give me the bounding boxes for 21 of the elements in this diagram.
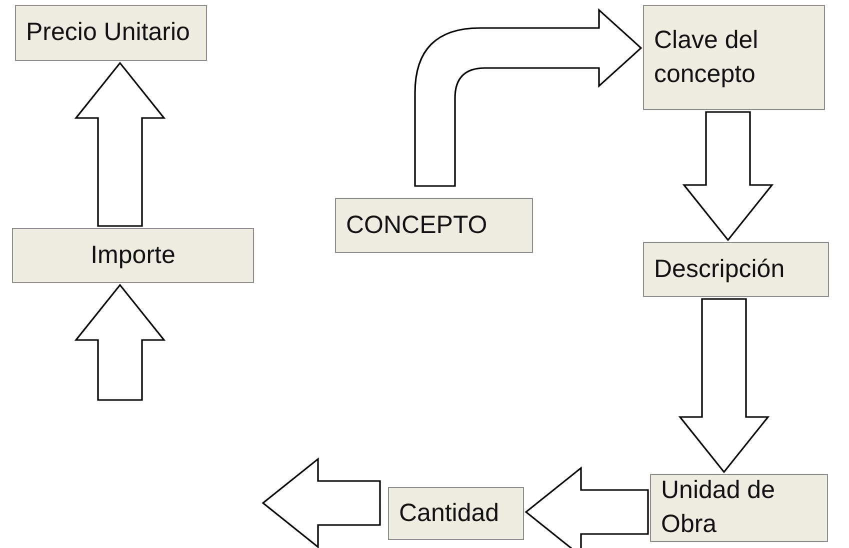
block-arrow: [682, 111, 774, 242]
box-label: Cantidad: [399, 498, 500, 529]
block-arrow: [262, 457, 381, 548]
box-label: Descripción: [654, 254, 785, 285]
process-box: [388, 487, 524, 540]
process-box: [643, 5, 825, 110]
block-arrow: [74, 62, 166, 227]
process-box: [335, 198, 533, 253]
block-arrow: [524, 466, 649, 548]
box-label: Clave del concepto: [654, 24, 760, 90]
block-arrow: [74, 284, 166, 401]
process-box: [15, 5, 207, 61]
process-box: [12, 228, 254, 283]
block-arrow: [678, 298, 770, 474]
process-box: [643, 242, 829, 297]
box-label: CONCEPTO: [346, 210, 488, 241]
box-label: Unidad de Obra: [661, 475, 776, 540]
box-label: Precio Unitario: [26, 17, 190, 48]
process-box: [650, 474, 828, 542]
box-label: Importe: [90, 240, 176, 271]
block-arrow: [414, 9, 642, 187]
